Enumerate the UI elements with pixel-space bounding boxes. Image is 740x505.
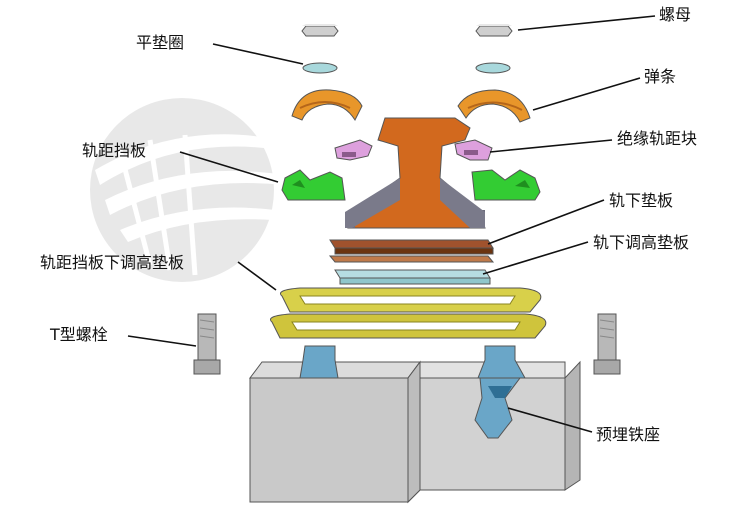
flat-washer-right [475, 62, 511, 74]
gauge-plate-adjust-pad-upper [280, 287, 542, 313]
spring-clip-right [457, 89, 531, 123]
rail-pad [328, 239, 495, 263]
insulated-block-right [454, 139, 493, 161]
t-bolt-left [193, 313, 221, 375]
label-rail-pad: 轨下垫板 [609, 191, 674, 210]
gauge-plate-adjust-pad-lower [270, 313, 547, 339]
leader-gauge-adjust-pad [237, 261, 277, 291]
nut-left [301, 24, 339, 37]
leader-embedded-seat [507, 407, 593, 433]
watermark-logo [90, 98, 285, 282]
leader-spring-clip [532, 77, 641, 111]
label-gauge-plate-adjust-pad: 轨距挡板下调高垫板 [40, 253, 185, 272]
label-t-bolt: T型螺栓 [50, 325, 108, 344]
label-nut: 螺母 [659, 5, 692, 24]
spring-clip-left [291, 89, 363, 122]
label-embedded-seat: 预埋铁座 [596, 425, 661, 444]
label-gauge-plate: 轨距挡板 [82, 141, 147, 160]
rail [345, 117, 486, 229]
leader-lines [127, 15, 656, 433]
embedded-seat-left [299, 345, 339, 379]
label-insulated-gauge-block: 绝缘轨距块 [617, 129, 698, 148]
label-spring-clip: 弹条 [644, 67, 677, 86]
leader-rail-pad [487, 199, 605, 245]
rail-adjust-pad [334, 269, 491, 285]
embedded-seat-right [474, 345, 526, 439]
leader-t-bolt [127, 335, 197, 347]
flat-washer-left [302, 62, 338, 74]
concrete-sleeper [249, 360, 581, 504]
leader-flat-washer [212, 43, 304, 65]
label-rail-adjust-pad: 轨下调高垫板 [593, 233, 690, 252]
leader-nut [517, 15, 656, 31]
nut-right [475, 24, 513, 37]
gauge-plate-left [281, 169, 346, 201]
leader-gauge-plate [179, 151, 279, 183]
label-flat-washer: 平垫圈 [136, 33, 185, 52]
insulated-block-left [334, 139, 373, 161]
leader-insulated-block [489, 139, 613, 153]
t-bolt-right [593, 313, 621, 375]
gauge-plate-right [471, 169, 541, 201]
leader-rail-adjust-pad [482, 241, 589, 275]
